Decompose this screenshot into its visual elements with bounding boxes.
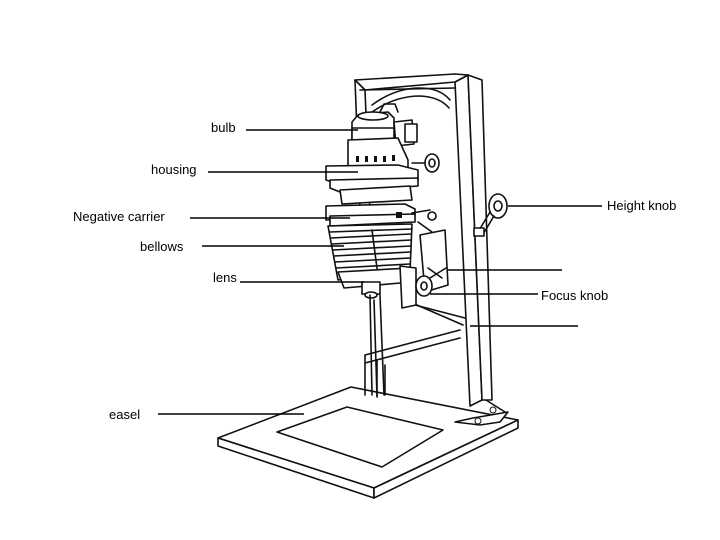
focus-knob-drawing: [415, 267, 447, 297]
bellows: [327, 223, 413, 281]
label-focus-knob: Focus knob: [541, 288, 609, 303]
label-negative-carrier: Negative carrier: [73, 209, 165, 224]
housing: [325, 137, 440, 205]
height-knob-drawing: [473, 193, 508, 237]
label-lens: lens: [213, 270, 237, 285]
label-easel: easel: [109, 407, 141, 422]
easel-paper: [276, 406, 444, 468]
support-rod: [369, 294, 385, 397]
label-housing: housing: [151, 162, 197, 177]
baseboard: [217, 386, 519, 499]
leader-lines: [158, 129, 602, 415]
label-bulb: bulb: [211, 120, 236, 135]
label-bellows: bellows: [140, 239, 184, 254]
label-height-knob: Height knob: [607, 198, 677, 213]
lens-assembly: [337, 265, 417, 309]
